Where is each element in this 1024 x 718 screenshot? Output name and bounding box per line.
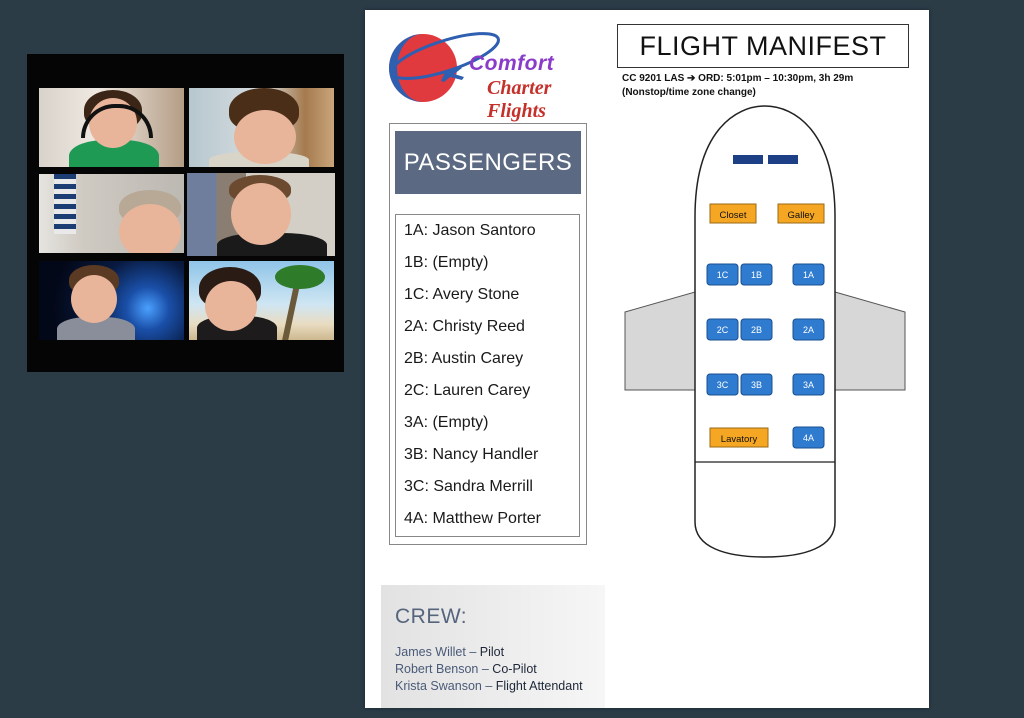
lavatory: Lavatory [709, 427, 769, 448]
seat-2A[interactable]: 2A [792, 318, 825, 341]
passenger-item: 1C: Avery Stone [404, 286, 520, 303]
flight-info: CC 9201 LAS ➔ ORD: 5:01pm – 10:30pm, 3h … [622, 72, 853, 100]
passenger-item: 1B: (Empty) [404, 254, 489, 271]
passenger-item: 2A: Christy Reed [404, 318, 525, 335]
svg-text:1A: 1A [803, 270, 814, 280]
svg-text:3A: 3A [803, 380, 814, 390]
seat-3A[interactable]: 3A [792, 373, 825, 396]
seat-2B[interactable]: 2B [740, 318, 773, 341]
passengers-frame [389, 123, 587, 545]
crew-list: James Willet – Pilot Robert Benson – Co-… [395, 644, 583, 695]
passenger-item: 3A: (Empty) [404, 414, 489, 431]
seat-3C[interactable]: 3C [706, 373, 739, 396]
cockpit-window-left [733, 155, 763, 164]
logo-line2: Charter Flights [487, 77, 552, 122]
passenger-item: 4A: Matthew Porter [404, 510, 541, 527]
logo-line1: Comfort [469, 52, 555, 75]
svg-text:Closet: Closet [720, 210, 747, 221]
svg-text:4A: 4A [803, 433, 814, 443]
svg-text:2A: 2A [803, 325, 814, 335]
crew-member: James Willet – Pilot [395, 645, 505, 659]
participant-tile[interactable] [189, 261, 334, 340]
passenger-item: 3C: Sandra Merrill [404, 478, 533, 495]
crew-role: Flight Attendant [495, 679, 583, 693]
galley: Galley [777, 203, 825, 224]
company-logo: Comfort Charter Flights [383, 22, 598, 122]
logo-emblem-icon [389, 32, 500, 102]
seat-1A[interactable]: 1A [792, 263, 825, 286]
seat-4A[interactable]: 4A [792, 426, 825, 449]
flight-note: (Nonstop/time zone change) [622, 87, 756, 98]
crew-member: Robert Benson – Co-Pilot [395, 662, 537, 676]
participant-tile[interactable] [39, 88, 184, 167]
crew-role: Co-Pilot [492, 662, 537, 676]
participant-tile[interactable] [39, 261, 184, 340]
svg-text:2C: 2C [717, 325, 729, 335]
flight-manifest-document: Comfort Charter Flights FLIGHT MANIFEST … [365, 10, 929, 708]
passenger-item: 1A: Jason Santoro [404, 222, 536, 239]
crew-member: Krista Swanson – Flight Attendant [395, 679, 583, 693]
seat-3B[interactable]: 3B [740, 373, 773, 396]
passenger-item: 3B: Nancy Handler [404, 446, 539, 463]
crew-name: James Willet [395, 645, 466, 659]
participant-tile[interactable] [39, 174, 184, 253]
svg-text:1C: 1C [717, 270, 729, 280]
passenger-list: 1A: Jason Santoro 1B: (Empty) 1C: Avery … [395, 214, 580, 537]
svg-text:1B: 1B [751, 270, 762, 280]
passenger-item: 2C: Lauren Carey [404, 382, 531, 399]
seat-1C[interactable]: 1C [706, 263, 739, 286]
svg-text:3B: 3B [751, 380, 762, 390]
cockpit-window-right [768, 155, 798, 164]
participant-tile-active[interactable] [187, 173, 335, 256]
svg-text:2B: 2B [751, 325, 762, 335]
passengers-header: PASSENGERS [395, 131, 581, 194]
seat-map: Closet Galley Lavatory 1C 1B 1A 2C 2B 2A… [624, 105, 906, 558]
seat-2C[interactable]: 2C [706, 318, 739, 341]
svg-text:3C: 3C [717, 380, 729, 390]
crew-box: CREW: James Willet – Pilot Robert Benson… [381, 585, 605, 708]
svg-text:Lavatory: Lavatory [721, 434, 758, 445]
video-call-grid [27, 54, 344, 372]
flight-route: CC 9201 LAS ➔ ORD: 5:01pm – 10:30pm, 3h … [622, 73, 854, 84]
crew-header: CREW: [395, 605, 468, 628]
seat-1B[interactable]: 1B [740, 263, 773, 286]
passenger-item: 2B: Austin Carey [404, 350, 524, 367]
left-wing [624, 291, 696, 391]
manifest-title: FLIGHT MANIFEST [617, 24, 909, 68]
crew-role: Pilot [479, 645, 505, 659]
crew-name: Krista Swanson [395, 679, 482, 693]
closet: Closet [709, 203, 757, 224]
crew-name: Robert Benson [395, 662, 479, 676]
right-wing [834, 291, 906, 391]
participant-tile[interactable] [189, 88, 334, 167]
svg-text:Galley: Galley [788, 210, 815, 221]
